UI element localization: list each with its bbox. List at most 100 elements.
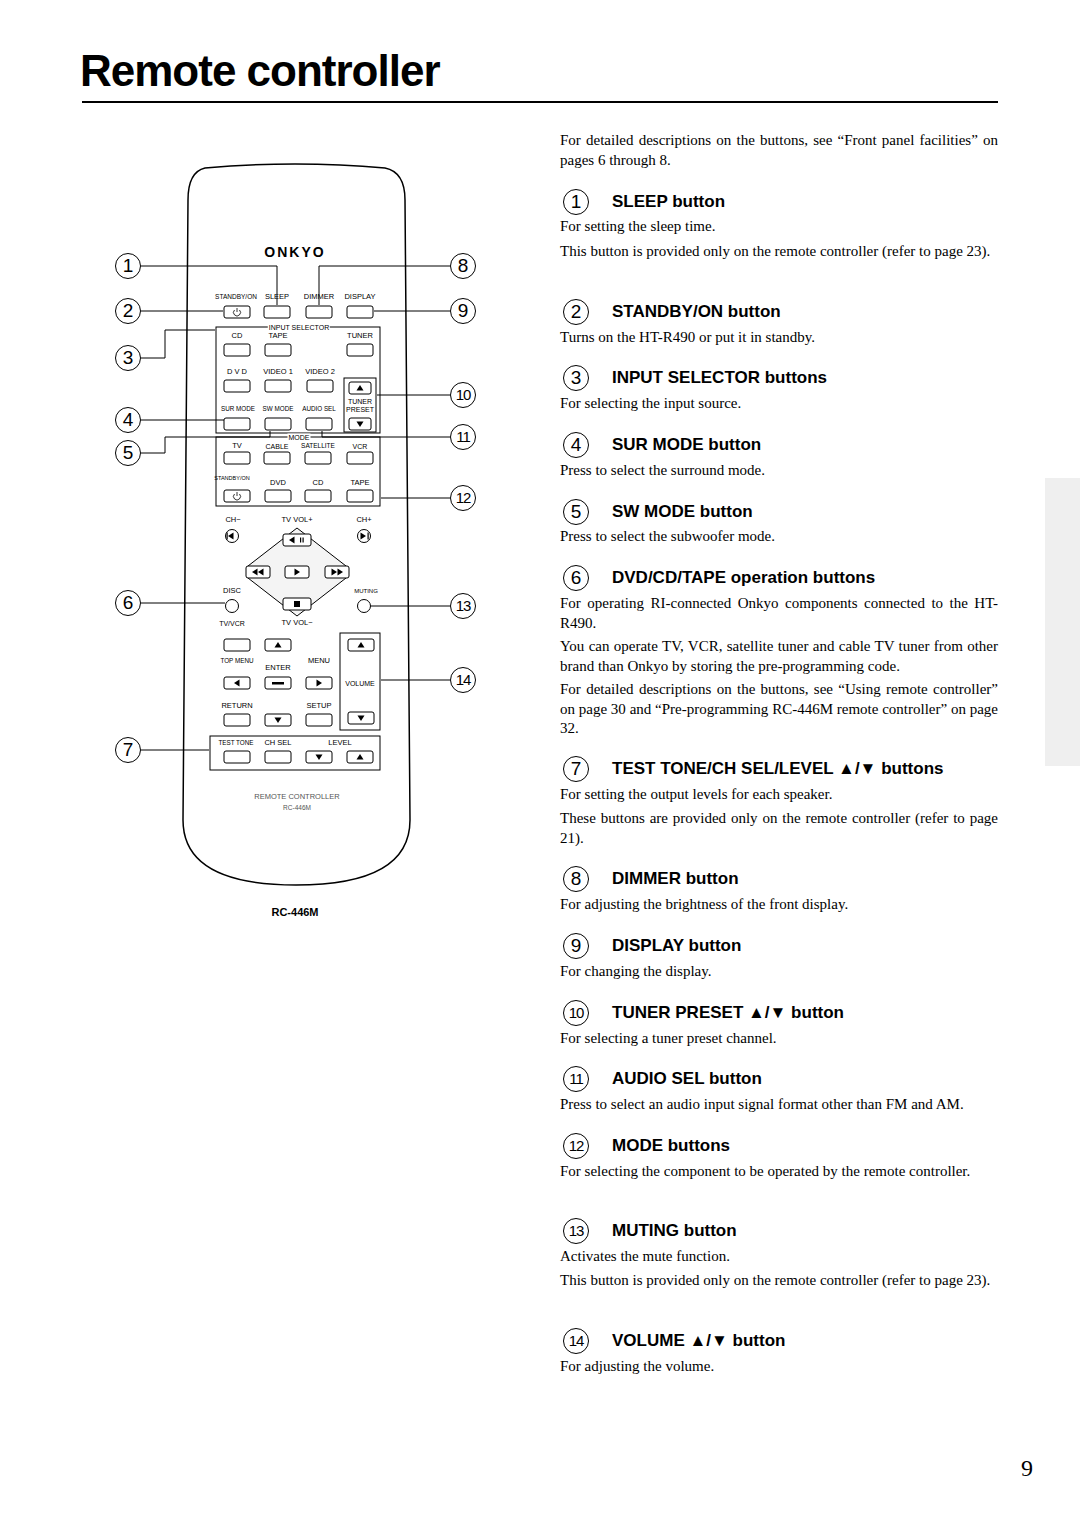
button — [347, 344, 373, 356]
leader-lines — [141, 266, 450, 750]
remote-label: RC-446M — [283, 805, 311, 812]
button-heading: MODE buttons — [612, 1136, 730, 1156]
button — [224, 639, 250, 651]
remote-label: STANDBY/ON — [215, 294, 257, 301]
button — [224, 490, 250, 502]
remote-label: SLEEP — [265, 293, 289, 301]
remote-label: ENTER — [265, 664, 290, 672]
remote-label: CH SEL — [264, 739, 291, 747]
button — [265, 344, 291, 356]
button — [347, 751, 373, 763]
callout-number: 1 — [563, 189, 589, 215]
button — [265, 714, 291, 726]
enter-bar — [272, 682, 284, 685]
callout-number: 10 — [450, 382, 476, 408]
buttons — [224, 306, 374, 763]
callout-number: 11 — [450, 424, 476, 450]
remote-label: SATELLITE — [301, 443, 335, 450]
description-text: Press to select the surround mode. — [560, 461, 998, 481]
button — [348, 639, 374, 651]
description-text: For selecting the input source. — [560, 394, 998, 414]
button-heading: DIMMER button — [612, 869, 739, 889]
callout-number: 2 — [563, 299, 589, 325]
test-box — [210, 736, 380, 770]
page-title: Remote controller — [80, 46, 440, 96]
description-text: This button is provided only on the remo… — [560, 1271, 998, 1291]
callout-number: 14 — [450, 667, 476, 693]
volume-box — [340, 633, 380, 730]
remote-label: DISPLAY — [344, 293, 375, 301]
triangle-symbol — [275, 642, 282, 648]
triangle-symbol — [317, 680, 323, 687]
triangle-symbol — [357, 754, 364, 760]
triangle-symbol — [258, 569, 264, 576]
button — [349, 418, 371, 430]
triangle-symbol — [252, 569, 258, 576]
remote-label: LEVEL — [328, 739, 351, 747]
description-text: These buttons are provided only on the r… — [560, 809, 998, 848]
callout-number: 2 — [115, 298, 141, 324]
triangle-symbol — [338, 569, 344, 576]
remote-label: PRESET — [345, 406, 375, 413]
skip-bar — [368, 533, 369, 540]
button — [305, 452, 331, 464]
button — [224, 751, 250, 763]
button — [264, 452, 290, 464]
button-heading: STANDBY/ON button — [612, 302, 781, 322]
pause-bar — [303, 538, 304, 543]
callout-number: 13 — [563, 1218, 589, 1244]
remote-label: MENU — [308, 657, 330, 665]
triangle-symbol — [234, 680, 240, 687]
button — [285, 566, 309, 578]
callout-number: 14 — [563, 1328, 589, 1354]
callout-number: 12 — [563, 1133, 589, 1159]
remote-label: TAPE — [268, 332, 287, 340]
callout-number: 6 — [115, 590, 141, 616]
remote-label: VIDEO 1 — [263, 368, 293, 376]
remote-label: ONKYO — [264, 245, 325, 259]
remote-label: D V D — [227, 368, 247, 376]
triangle-symbol — [332, 569, 338, 576]
callout-number: 4 — [563, 432, 589, 458]
remote-label: TUNER — [347, 398, 373, 405]
remote-label: VIDEO 2 — [305, 368, 335, 376]
remote-label: SW MODE — [263, 406, 294, 412]
button — [347, 490, 373, 502]
round-button — [226, 530, 239, 543]
callout-number: 8 — [563, 866, 589, 892]
remote-label: VOLUME — [344, 680, 376, 687]
button — [224, 418, 250, 430]
round-button — [226, 600, 239, 613]
button-heading: SLEEP button — [612, 192, 725, 212]
page-number: 9 — [1021, 1455, 1033, 1482]
button — [306, 306, 332, 318]
triangle-symbol — [316, 755, 323, 761]
button — [347, 306, 373, 318]
button — [264, 306, 290, 318]
button — [306, 751, 332, 763]
mode-box — [216, 437, 380, 506]
remote-label: INPUT SELECTOR — [268, 324, 330, 331]
button — [265, 639, 291, 651]
remote-label: TV — [232, 442, 242, 450]
remote-label: DVD — [270, 479, 286, 487]
button — [265, 751, 291, 763]
remote-label: TOP MENU — [220, 658, 253, 664]
triangle-symbol — [228, 533, 234, 540]
button-heading: SUR MODE button — [612, 435, 761, 455]
callout-number: 8 — [450, 253, 476, 279]
button — [224, 452, 250, 464]
remote-label: SUR MODE — [221, 406, 255, 412]
round-button — [358, 600, 371, 613]
skip-bar — [227, 533, 228, 540]
callout-number: 13 — [450, 593, 476, 619]
triangle-symbol — [275, 718, 282, 724]
button — [347, 452, 373, 464]
remote-label: CH+ — [356, 516, 371, 524]
description-text: This button is provided only on the remo… — [560, 242, 998, 262]
remote-label: TV VOL+ — [281, 516, 312, 524]
remote-label: CH− — [225, 516, 240, 524]
remote-label: DISC — [223, 587, 241, 595]
remote-label: CD — [232, 332, 243, 340]
description-text: Press to select an audio input signal fo… — [560, 1095, 998, 1115]
